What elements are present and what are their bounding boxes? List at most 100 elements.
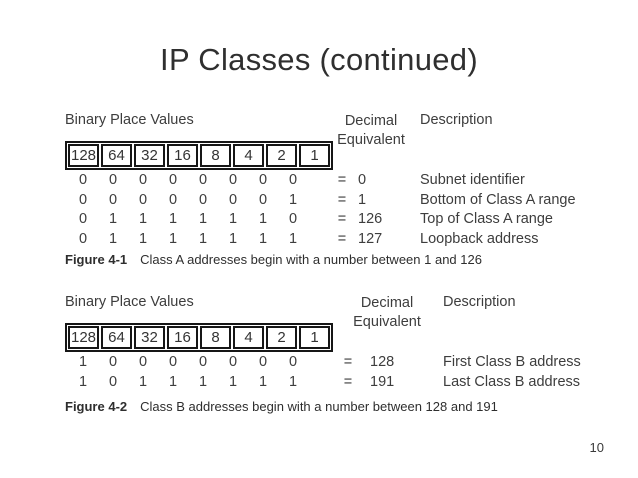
place-value-box-row: 128 64 32 16 8 4 2 1 bbox=[65, 323, 333, 352]
figure-4-1: Binary Place Values Decimal Equivalent D… bbox=[65, 110, 620, 285]
bit: 0 bbox=[228, 354, 238, 370]
bit: 1 bbox=[78, 373, 88, 390]
bit: 1 bbox=[168, 373, 178, 390]
bit: 1 bbox=[198, 373, 208, 390]
bit: 1 bbox=[168, 230, 178, 247]
binary-row: 0 1 1 1 1 1 1 0 = 126 Top of Class A ran… bbox=[65, 211, 620, 231]
row-description: Subnet identifier bbox=[420, 172, 525, 188]
bit: 0 bbox=[78, 191, 88, 208]
figure-caption-label: Figure 4-1 bbox=[65, 252, 128, 267]
equals-sign: = bbox=[343, 354, 353, 370]
place-value-cell: 4 bbox=[233, 144, 264, 167]
bit: 0 bbox=[138, 354, 148, 370]
bit: 0 bbox=[288, 172, 298, 188]
decimal-value: 1 bbox=[358, 191, 367, 208]
bit: 0 bbox=[258, 191, 268, 208]
figure-caption-text: Class B addresses begin with a number be… bbox=[140, 399, 498, 414]
bit: 0 bbox=[108, 373, 118, 390]
binary-rows: 1 0 0 0 0 0 0 0 = 128 First Class B addr… bbox=[65, 354, 620, 393]
decimal-header-line2: Equivalent bbox=[337, 131, 405, 148]
place-value-cell: 128 bbox=[68, 326, 99, 349]
decimal-equivalent-header: Decimal Equivalent bbox=[331, 112, 411, 149]
place-value-cell: 64 bbox=[101, 326, 132, 349]
figure-4-2: Binary Place Values Decimal Equivalent D… bbox=[65, 292, 620, 427]
bit: 0 bbox=[168, 191, 178, 208]
decimal-value: 0 bbox=[358, 172, 367, 188]
bit: 0 bbox=[288, 211, 298, 227]
figure-caption: Figure 4-1 Class A addresses begin with a… bbox=[65, 252, 482, 267]
row-description: Bottom of Class A range bbox=[420, 191, 576, 208]
description-header: Description bbox=[443, 294, 516, 310]
bit: 1 bbox=[138, 373, 148, 390]
decimal-value: 127 bbox=[358, 230, 383, 247]
bit: 0 bbox=[108, 191, 118, 208]
bit: 1 bbox=[258, 211, 268, 227]
figure-caption: Figure 4-2 Class B addresses begin with a… bbox=[65, 399, 498, 414]
row-description: Top of Class A range bbox=[420, 211, 553, 227]
bit: 1 bbox=[168, 211, 178, 227]
bit: 0 bbox=[198, 354, 208, 370]
bit: 0 bbox=[198, 172, 208, 188]
bit: 1 bbox=[258, 373, 268, 390]
bit: 0 bbox=[78, 211, 88, 227]
page-number: 10 bbox=[589, 440, 604, 455]
binary-row: 1 0 1 1 1 1 1 1 = 191 Last Class B addre… bbox=[65, 374, 620, 394]
place-value-cell: 128 bbox=[68, 144, 99, 167]
binary-row: 0 0 0 0 0 0 0 0 = 0 Subnet identifier bbox=[65, 172, 620, 192]
figure-caption-text: Class A addresses begin with a number be… bbox=[140, 252, 482, 267]
binary-rows: 0 0 0 0 0 0 0 0 = 0 Subnet identifier 0 … bbox=[65, 172, 620, 250]
decimal-header-line2: Equivalent bbox=[353, 313, 421, 330]
bit: 0 bbox=[198, 191, 208, 208]
place-value-cell: 8 bbox=[200, 326, 231, 349]
decimal-header-line1: Decimal bbox=[344, 113, 398, 129]
decimal-value: 191 bbox=[370, 373, 395, 390]
bit: 0 bbox=[78, 172, 88, 188]
bit: 1 bbox=[288, 191, 298, 208]
equals-sign: = bbox=[337, 230, 347, 247]
row-description: Last Class B address bbox=[443, 373, 581, 390]
bit: 1 bbox=[108, 211, 118, 227]
equals-sign: = bbox=[343, 373, 353, 390]
bit: 0 bbox=[258, 172, 268, 188]
place-value-cell: 4 bbox=[233, 326, 264, 349]
bit: 0 bbox=[288, 354, 298, 370]
bit: 0 bbox=[168, 172, 178, 188]
bit: 1 bbox=[198, 211, 208, 227]
bit: 1 bbox=[228, 230, 238, 247]
bit: 0 bbox=[108, 172, 118, 188]
decimal-header-line1: Decimal bbox=[360, 295, 414, 311]
bit: 1 bbox=[288, 373, 298, 390]
binary-place-values-header: Binary Place Values bbox=[65, 294, 194, 310]
equals-sign: = bbox=[337, 172, 347, 188]
decimal-value: 126 bbox=[358, 211, 383, 227]
bit: 0 bbox=[168, 354, 178, 370]
equals-sign: = bbox=[337, 191, 347, 208]
bit: 0 bbox=[138, 172, 148, 188]
figure-caption-label: Figure 4-2 bbox=[65, 399, 128, 414]
decimal-equivalent-header: Decimal Equivalent bbox=[347, 294, 427, 331]
binary-place-values-header: Binary Place Values bbox=[65, 112, 194, 128]
equals-sign: = bbox=[337, 211, 347, 227]
bit: 0 bbox=[108, 354, 118, 370]
row-description: Loopback address bbox=[420, 230, 539, 247]
place-value-cell: 2 bbox=[266, 326, 297, 349]
binary-row: 0 1 1 1 1 1 1 1 = 127 Loopback address bbox=[65, 231, 620, 251]
decimal-value: 128 bbox=[370, 354, 395, 370]
bit: 0 bbox=[228, 172, 238, 188]
bit: 0 bbox=[138, 191, 148, 208]
place-value-cell: 32 bbox=[134, 144, 165, 167]
place-value-cell: 16 bbox=[167, 144, 198, 167]
place-value-box-row: 128 64 32 16 8 4 2 1 bbox=[65, 141, 333, 170]
bit: 0 bbox=[258, 354, 268, 370]
bit: 0 bbox=[78, 230, 88, 247]
place-value-cell: 32 bbox=[134, 326, 165, 349]
slide-title: IP Classes (continued) bbox=[160, 42, 478, 77]
bit: 1 bbox=[258, 230, 268, 247]
bit: 0 bbox=[228, 191, 238, 208]
bit: 1 bbox=[288, 230, 298, 247]
place-value-cell: 1 bbox=[299, 326, 330, 349]
place-value-cell: 1 bbox=[299, 144, 330, 167]
binary-row: 0 0 0 0 0 0 0 1 = 1 Bottom of Class A ra… bbox=[65, 192, 620, 212]
bit: 1 bbox=[78, 354, 88, 370]
